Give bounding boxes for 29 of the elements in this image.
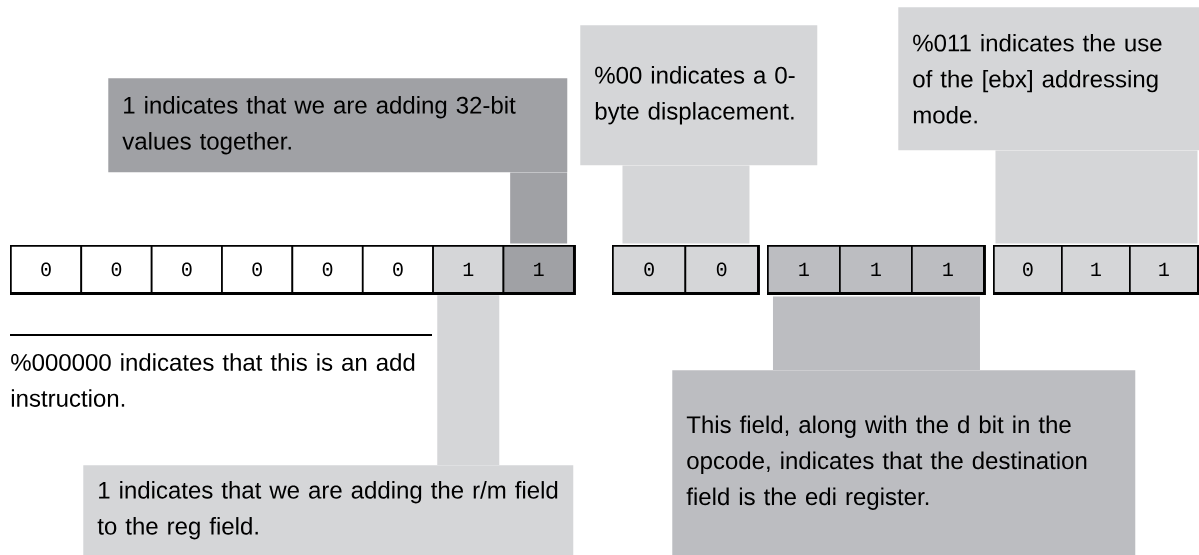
callout-stem [995, 150, 1198, 244]
callout-box: This field, along with the d bit in the opcode, indicates that the destination field is the edi register. [672, 370, 1136, 555]
bit-cell: 0 [221, 245, 294, 294]
bit-cell: 0 [684, 245, 759, 294]
callout-stem [510, 172, 568, 244]
bit-cell: 1 [911, 245, 985, 294]
callout-box: 1 indicates that we are adding the r/m field to the reg field. [83, 465, 574, 555]
bit-cell: 0 [291, 245, 364, 294]
bit-cell: 0 [993, 245, 1063, 294]
callout-stem [622, 165, 750, 244]
bit-cell: 0 [80, 245, 153, 294]
bit-cell: 0 [10, 245, 83, 294]
callout-box: %00 indicates a 0-byte displacement. [580, 25, 818, 166]
note-text: %000000 indicates that this is an add instruction. [11, 353, 415, 407]
node-label: %00 indicates a 0-byte displacement. [595, 66, 795, 125]
callout-box: %011 indicates the use of the [ebx] addressing mode. [898, 7, 1199, 151]
bit-cell: 1 [1129, 245, 1199, 294]
bit-cell: 1 [1061, 245, 1131, 294]
bit-cell: 0 [150, 245, 223, 294]
bit-cell: 1 [839, 245, 913, 294]
callout-stem [437, 295, 500, 465]
bit-cell: 1 [502, 245, 575, 294]
bit-cell: 0 [361, 245, 434, 294]
bit-cell: 1 [432, 245, 505, 294]
node-label: %011 indicates the use of the [ebx] addressing mode. [913, 33, 1162, 124]
callout-stem [772, 296, 980, 370]
callout-box: 1 indicates that we are adding 32-bit values together. [108, 78, 568, 173]
bit-cell: 0 [612, 245, 687, 294]
bit-cell: 1 [767, 245, 841, 294]
